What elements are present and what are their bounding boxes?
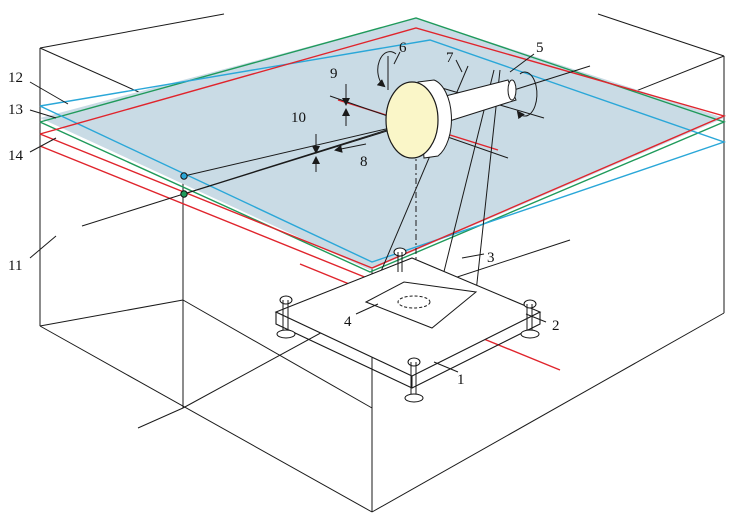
rotation-arrow-5 (516, 71, 538, 120)
box-bottom-back-left (39, 299, 184, 327)
label-7: 7 (446, 50, 454, 66)
green-plane (39, 17, 726, 273)
label-1: 1 (457, 372, 465, 388)
label-9: 9 (330, 66, 338, 82)
leveling-foot-right (520, 299, 540, 339)
label-5: 5 (536, 40, 544, 56)
box-top-back-left (39, 13, 225, 49)
pivot-ring (397, 295, 431, 309)
label-10: 10 (291, 110, 306, 126)
box-bottom-front-left (39, 325, 373, 513)
box-top-back-right (597, 13, 725, 57)
red-plane-lower (39, 145, 373, 281)
rotating-disc-assembly (376, 51, 538, 159)
cyan-plane (39, 39, 727, 263)
red-plane (39, 27, 727, 269)
turntable (364, 281, 478, 329)
label-4: 4 (344, 314, 352, 330)
rotation-arrow-6 (376, 51, 397, 88)
laser-beam-upper (183, 121, 417, 177)
leader-lines (29, 51, 547, 373)
reference-plane (40, 18, 724, 270)
laser-beam (183, 121, 417, 195)
label-11: 11 (8, 258, 22, 274)
leveling-foot-left (276, 295, 296, 339)
label-6: 6 (399, 40, 407, 56)
emitter-point-upper (180, 172, 188, 180)
box-bottom-front-right (371, 312, 725, 513)
label-14: 14 (8, 148, 24, 164)
box-bottom-mid (182, 299, 373, 409)
emitter-point-lower (180, 190, 188, 198)
label-3: 3 (487, 250, 495, 266)
base-plate (274, 247, 542, 403)
label-2: 2 (552, 318, 560, 334)
disc-face (385, 81, 439, 159)
shaft-end (507, 79, 517, 101)
label-13: 13 (8, 102, 23, 118)
label-12: 12 (8, 70, 23, 86)
leveling-foot-back (393, 247, 407, 272)
leveling-foot-front (404, 357, 424, 403)
beam-arrow-8 (334, 143, 367, 153)
label-8: 8 (360, 154, 368, 170)
box-bottom-ext (137, 407, 184, 429)
